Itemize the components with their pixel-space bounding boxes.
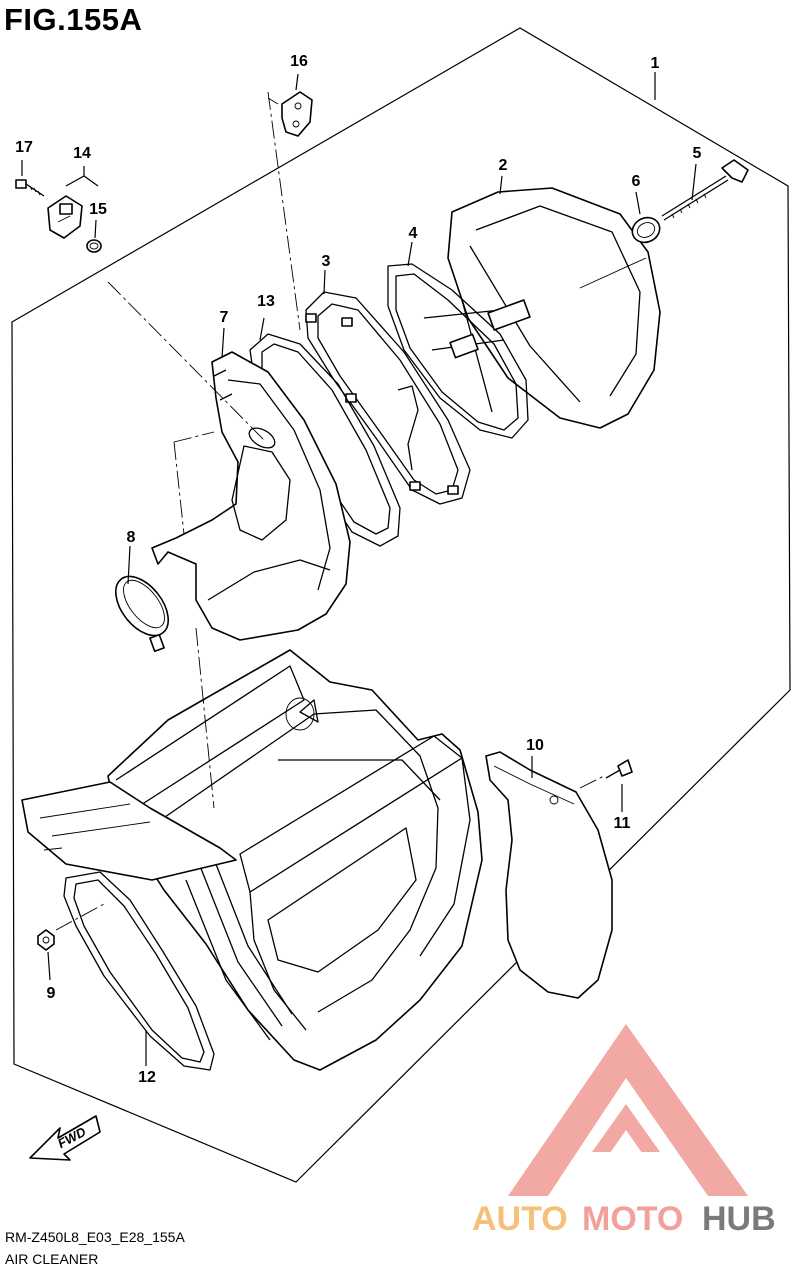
callout-3: 3: [322, 253, 331, 270]
footer-diagram-name: AIR CLEANER: [5, 1251, 99, 1267]
part-17-bolt: [15, 179, 45, 197]
callout-6: 6: [632, 173, 641, 190]
leader-9: [47, 951, 51, 981]
callout-1: 1: [651, 55, 660, 72]
leader-14: [65, 166, 99, 187]
centerline-box: [195, 627, 215, 809]
callout-4: 4: [409, 225, 418, 242]
callout-7: 7: [220, 309, 229, 326]
part-15-o-ring: [86, 239, 102, 253]
leader-13: [259, 317, 265, 341]
centerline-duct-1: [173, 431, 215, 443]
part-10-cover: [485, 751, 613, 999]
centerline-duct-2: [173, 441, 185, 535]
watermark-hub: HUB: [702, 1200, 776, 1238]
air-cleaner-box: [107, 649, 483, 1071]
part-7-intake-duct: [151, 351, 351, 641]
part-5-wing-bolt: [661, 159, 749, 221]
centerline-14: [107, 281, 265, 441]
watermark-moto: MOTO: [582, 1200, 683, 1238]
watermark-logo: AUTO MOTO HUB: [472, 1024, 776, 1238]
part-12-gasket: [63, 871, 215, 1071]
part-16-bracket: [267, 91, 313, 137]
callout-15: 15: [89, 201, 107, 218]
figure-title: FIG.155A: [4, 2, 143, 37]
leader-3: [323, 269, 326, 295]
callout-5: 5: [693, 145, 702, 162]
callout-2: 2: [499, 157, 508, 174]
part-2-filter-element: [447, 187, 661, 429]
part-14-sensor: [47, 195, 83, 239]
callout-14: 14: [73, 145, 91, 162]
leader-16: [295, 73, 299, 91]
part-4-filter-cage: [387, 263, 531, 439]
callout-16: 16: [290, 53, 308, 70]
fwd-arrow: FWD: [29, 1115, 101, 1161]
callout-11: 11: [614, 815, 631, 832]
part-9-nut: [37, 929, 55, 951]
leader-6: [635, 191, 641, 215]
leader-15: [94, 219, 97, 239]
leader-5: [691, 163, 697, 201]
part-11-screw: [605, 759, 633, 779]
centerline-9: [55, 903, 105, 931]
centerline-11: [579, 775, 605, 789]
leader-2: [499, 175, 503, 195]
footer-diagram-code: RM-Z450L8_E03_E28_155A: [5, 1229, 185, 1245]
watermark-auto: AUTO: [472, 1200, 568, 1238]
box-flap: [21, 781, 237, 881]
callout-10: 10: [526, 737, 544, 754]
leader-7: [221, 327, 225, 359]
callout-12: 12: [138, 1069, 156, 1086]
part-6-clamp-ring: [631, 216, 661, 244]
leader-8: [127, 545, 131, 585]
assembly-boundary: [11, 27, 791, 1183]
leader-4: [407, 241, 413, 267]
part-8-clamp: [114, 575, 170, 653]
callout-17: 17: [15, 139, 33, 156]
callout-13: 13: [257, 293, 275, 310]
callout-8: 8: [127, 529, 136, 546]
callout-9: 9: [47, 985, 56, 1002]
centerline-16: [267, 91, 301, 331]
